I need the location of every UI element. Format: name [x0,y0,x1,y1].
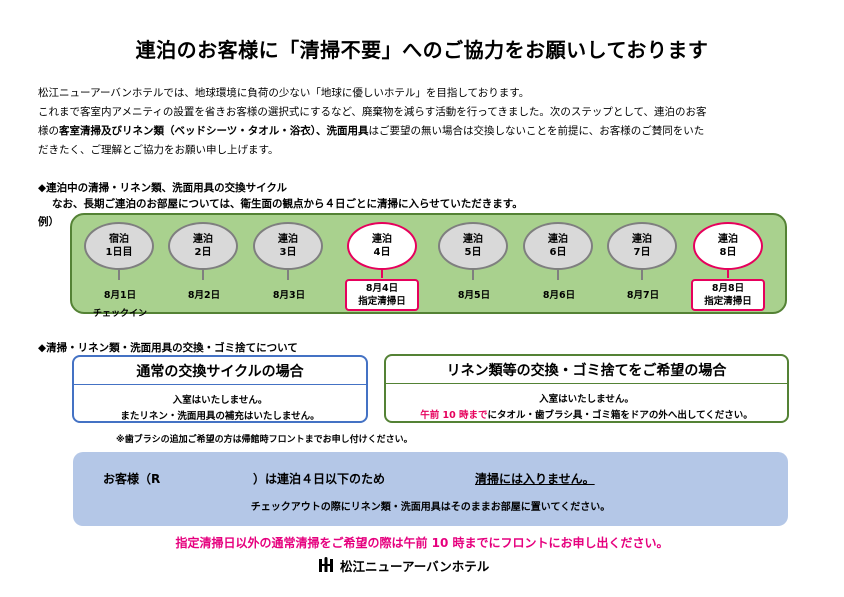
normal-cycle-line-1: 入室はいたしません。 [172,395,268,406]
cleaning-day-label: 指定清掃日 [358,296,406,307]
intro-line-1: 松江ニューアーバンホテルでは、地球環境に負荷の少ない「地球に優しいホテル」を目指… [38,87,530,99]
intro-line-4: だきたく、ご理解とご協力をお願い申し上げます。 [38,144,279,156]
cycle-date: 8月7日 [626,290,660,301]
normal-cycle-line-2: またリネン・洗面用具の補充はいたしません。 [120,411,320,422]
request-exchange-line-2: 午前 10 時までにタオル・歯ブラシ具・ゴミ箱をドアの外へ出してください。 [386,407,787,421]
cycle-connector [727,270,729,278]
cleaning-day-box: 8月4日指定清掃日 [345,279,419,311]
cycle-date: 8月1日 [103,290,137,301]
cycle-day-count: 3日 [279,247,297,258]
guest-checkout-note: チェックアウトの際にリネン類・洗面用具はそのままお部屋に置いてください。 [250,502,611,513]
cycle-day: 連泊 6日 8月6日 [519,215,599,316]
cycle-day-circle: 連泊 5日 [438,222,508,270]
intro-paragraph: 松江ニューアーバンホテルでは、地球環境に負荷の少ない「地球に優しいホテル」を目指… [38,84,808,160]
cycle-day-count: 6日 [549,247,567,258]
cycle-date: 8月4日 [365,283,399,294]
section-cycle-heading: ◆連泊中の清掃・リネン類、洗面用具の交換サイクル [38,182,288,194]
cycle-day-type: 連泊 [372,234,392,245]
intro-text: 様の [38,125,59,137]
normal-cycle-title: 通常の交換サイクルの場合 [74,357,366,385]
deadline-text: 午前 10 時まで [420,410,488,421]
cycle-day-circle: 宿泊 1日目 [84,222,154,270]
cycle-day-circle: 連泊 3日 [253,222,323,270]
toothbrush-note: ※歯ブラシの追加ご希望の方は帰館時フロントまでお申し付けください。 [116,435,413,445]
cycle-day-type: 連泊 [278,234,298,245]
cycle-day: 連泊 4日 8月4日指定清掃日 [343,215,423,316]
section-exchange-heading: ◆清掃・リネン類・洗面用具の交換・ゴミ捨てについて [38,342,298,354]
page-title: 連泊のお客様に「清掃不要」へのご協力をお願いしております [135,38,709,62]
cycle-day: 連泊 5日 8月5日 [434,215,514,316]
cycle-day-count: 4日 [373,247,391,258]
cycle-day: 連泊 3日 8月3日 [249,215,329,316]
hotel-logo-icon [319,557,333,572]
cycle-day-type: 連泊 [632,234,652,245]
guest-no-cleaning: 清掃には入りません。 [475,472,595,486]
intro-line-3: 様の客室清掃及びリネン類（ベッドシーツ・タオル・浴衣）、洗面用具はご要望の無い場… [38,122,808,141]
cycle-day: 連泊 2日 8月2日 [164,215,244,316]
cycle-connector [118,270,120,280]
cycle-connector [202,270,204,280]
cycle-day-type: 連泊 [718,234,738,245]
cycle-day-circle: 連泊 7日 [607,222,677,270]
cycle-diagram: 宿泊 1日目 8月1日チェックイン 連泊 2日 8月2日 連泊 3日 8月3日 連泊 4日 8月4日指… [70,213,787,319]
example-label: 例） [38,216,59,228]
cycle-connector [287,270,289,280]
hotel-logo: 松江ニューアーバンホテル [318,556,489,574]
hotel-name: 松江ニューアーバンホテル [340,558,490,574]
cleaning-day-box: 8月8日指定清掃日 [691,279,765,311]
cycle-day-circle: 連泊 6日 [523,222,593,270]
cycle-day: 連泊 8日 8月8日指定清掃日 [689,215,769,316]
intro-bold-items: 客室清掃及びリネン類（ベッドシーツ・タオル・浴衣）、洗面用具 [59,125,369,137]
cycle-day-type: 連泊 [193,234,213,245]
cycle-day-type: 連泊 [548,234,568,245]
cycle-date: 8月5日 [457,290,491,301]
cycle-connector [472,270,474,280]
cycle-date: 8月6日 [542,290,576,301]
intro-line-2: これまで客室内アメニティの設置を省きお客様の選択式にするなど、廃棄物を減らす活動… [38,106,707,118]
request-exchange-instruction: にタオル・歯ブラシ具・ゴミ箱をドアの外へ出してください。 [487,410,753,421]
cycle-date: 8月8日 [711,283,745,294]
cycle-connector [381,270,383,278]
cycle-day: 宿泊 1日目 8月1日チェックイン [80,215,160,319]
cycle-day-count: 7日 [633,247,651,258]
request-exchange-line-1: 入室はいたしません。 [539,394,634,405]
cycle-day-count: 1日目 [105,247,133,258]
request-exchange-box: リネン類等の交換・ゴミ捨てをご希望の場合 入室はいたしません。 午前 10 時ま… [384,354,789,423]
normal-cycle-box: 通常の交換サイクルの場合 入室はいたしません。 またリネン・洗面用具の補充はいた… [72,355,368,423]
cycle-day: 連泊 7日 8月7日 [603,215,683,316]
request-exchange-title: リネン類等の交換・ゴミ捨てをご希望の場合 [386,356,787,384]
cycle-day-circle: 連泊 8日 [693,222,763,270]
cleaning-day-label: 指定清掃日 [704,296,752,307]
footer-request-note: 指定清掃日以外の通常清掃をご希望の際は午前 10 時までにフロントにお申し出くだ… [175,536,669,550]
section-cycle-note: なお、長期ご連泊のお部屋については、衛生面の観点から４日ごとに清掃に入らせていた… [52,198,523,210]
cycle-date: 8月3日 [272,290,306,301]
cycle-day-count: 5日 [464,247,482,258]
intro-text: はご要望の無い場合は交換しないことを前提に、お客様のご賛同をいた [368,125,705,137]
checkin-label: チェックイン [92,309,147,319]
cycle-date: 8月2日 [187,290,221,301]
guest-middle: ）は連泊４日以下のため [253,472,386,486]
cycle-connector [557,270,559,280]
cycle-day-circle: 連泊 4日 [347,222,417,270]
cycle-day-count: 8日 [719,247,737,258]
guest-notice-panel: お客様（R ）は連泊４日以下のため 清掃には入りません。 チェックアウトの際にリ… [73,452,788,526]
cycle-day-count: 2日 [194,247,212,258]
cycle-connector [641,270,643,280]
guest-prefix: お客様（R [103,472,161,486]
cycle-day-circle: 連泊 2日 [168,222,238,270]
cycle-day-type: 連泊 [463,234,483,245]
cycle-day-type: 宿泊 [109,234,129,245]
